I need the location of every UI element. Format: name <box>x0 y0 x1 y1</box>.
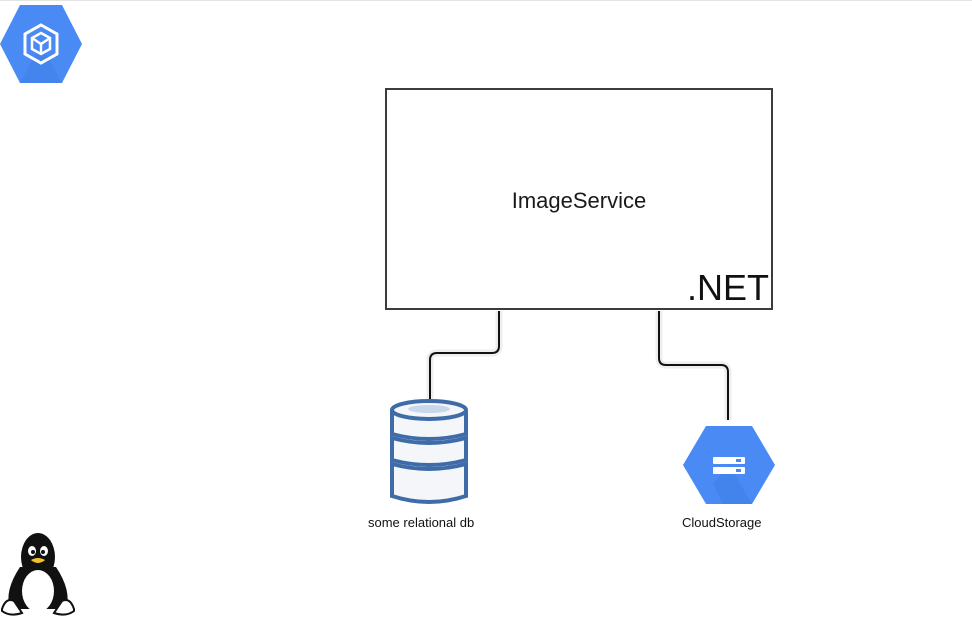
database-label: some relational db <box>368 515 475 530</box>
service-title: ImageService <box>511 188 647 213</box>
database-icon[interactable] <box>388 398 470 515</box>
connector-db <box>426 311 503 400</box>
top-border <box>0 0 972 1</box>
cloud-storage-icon[interactable] <box>683 424 775 511</box>
storage-label: CloudStorage <box>682 515 762 530</box>
image-service-box[interactable]: ImageService .NET <box>385 88 773 310</box>
linux-tux-icon <box>0 531 76 622</box>
dotnet-tag: .NET <box>686 267 769 308</box>
gcp-engine-icon <box>0 3 82 90</box>
